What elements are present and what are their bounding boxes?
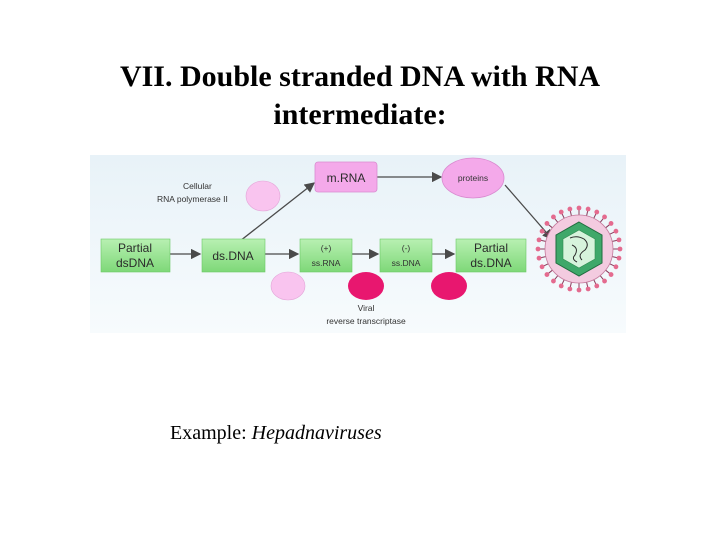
virion-spike-head <box>536 237 542 243</box>
partial-dsdna-left-box <box>100 238 171 273</box>
virion-spike-head <box>602 214 607 220</box>
minus-ssdna-line-2: ss.DNA <box>392 258 421 268</box>
virion-spike-head <box>551 278 556 284</box>
minus-ssdna-box <box>379 238 433 273</box>
partial-dsdna-right-line-1: Partial <box>474 241 508 255</box>
arrow-proteins-to-virion <box>504 184 553 240</box>
virion-spike-head <box>567 206 573 212</box>
virion-spike-head <box>539 264 545 270</box>
virion-spike-head <box>535 246 541 252</box>
cellular-label-line-2: RNA polymerase II <box>157 194 228 204</box>
dsdna-label: ds.DNA <box>212 249 253 263</box>
virion-spike-head <box>536 255 542 261</box>
rna-polymerase-ellipse <box>245 180 281 212</box>
proteins-ellipse <box>441 157 505 199</box>
virion-spike-head <box>608 221 614 226</box>
partial-dsdna-right-line-2: ds.DNA <box>470 256 511 270</box>
partial-dsdna-right-box <box>455 238 527 273</box>
virion-spike-head <box>585 286 591 292</box>
plus-ssrna-line-1: (+) <box>321 243 332 253</box>
virion-icon <box>535 205 623 293</box>
virion-spike-head <box>613 264 619 270</box>
plus-ssrna-box <box>299 238 353 273</box>
partial-dsdna-left-line-2: dsDNA <box>116 256 154 270</box>
virion-spike-head <box>613 228 619 234</box>
virion-spike-head <box>558 209 564 215</box>
mrna-label: m.RNA <box>327 171 366 185</box>
arrow-dsdna-to-mrna <box>239 182 316 242</box>
virion-spike-head <box>616 237 622 243</box>
viral-label-line-2: reverse transcriptase <box>326 316 406 326</box>
light-pink-enzyme <box>270 271 306 301</box>
virion-spike-head <box>594 209 600 215</box>
example-line: Example: Hepadnaviruses <box>170 422 382 445</box>
virion-spike-head <box>551 214 556 220</box>
cellular-label-line-1: Cellular <box>183 181 212 191</box>
example-virus-name: Hepadnaviruses <box>251 422 382 444</box>
virion-spike-head <box>544 272 550 277</box>
mrna-box <box>314 161 378 193</box>
title-line-1: VII. Double stranded DNA with RNA <box>119 60 601 93</box>
virion-spike-head <box>567 286 573 292</box>
virion-spike-head <box>594 283 600 289</box>
virion-spike-head <box>544 221 550 226</box>
reverse-transcriptase-ellipse <box>348 272 384 300</box>
example-prefix: Example: <box>170 422 252 444</box>
viral-label-line-1: Viral <box>358 303 375 313</box>
virion-spike-head <box>539 228 545 234</box>
virion-spike-head <box>617 246 623 252</box>
minus-ssdna-line-1: (-) <box>402 243 411 253</box>
virion-spike-head <box>616 255 622 261</box>
magenta-enzyme-right <box>431 272 467 300</box>
plus-ssrna-line-2: ss.RNA <box>312 258 341 268</box>
proteins-label: proteins <box>458 173 488 183</box>
partial-dsdna-left-line-1: Partial <box>118 241 152 255</box>
virion-spike-head <box>576 287 582 293</box>
virion-spike-head <box>585 206 591 212</box>
virion-spike-head <box>602 278 607 284</box>
slide-title: VII. Double stranded DNA with RNA interm… <box>60 58 660 134</box>
title-line-2: intermediate: <box>273 98 447 131</box>
virion-spike-head <box>576 205 582 211</box>
replication-diagram: m.RNA proteins Cellular RNA polymerase I… <box>90 155 626 333</box>
virion-spike-head <box>608 272 614 277</box>
virion-spike-head <box>558 283 564 289</box>
dsdna-box <box>201 238 266 273</box>
